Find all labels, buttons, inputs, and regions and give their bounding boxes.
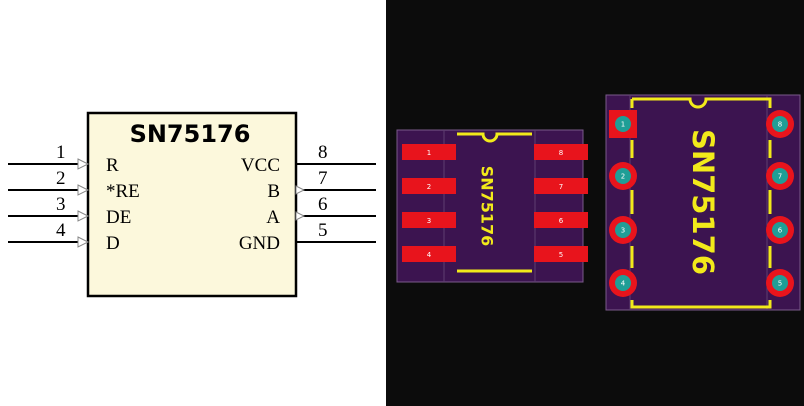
- smd-pad-6: 6: [534, 212, 588, 228]
- svg-text:2: 2: [621, 173, 625, 181]
- dip-silkscreen-outline: [630, 97, 772, 309]
- pin-number: 2: [56, 168, 66, 189]
- svg-text:7: 7: [778, 173, 782, 181]
- smd-pad-2: 2: [402, 178, 456, 194]
- dip-pad-1: 1: [609, 110, 637, 138]
- smd-footprint: SN75176 1 2 3 4 8 7 6 5: [396, 129, 588, 283]
- svg-text:2: 2: [427, 183, 431, 191]
- smd-pad-8: 8: [534, 144, 588, 160]
- svg-text:6: 6: [778, 227, 783, 235]
- right-pin-5: 5 GND: [239, 220, 376, 254]
- smd-pad-7: 7: [534, 178, 588, 194]
- chip-body: [86, 111, 298, 298]
- svg-text:5: 5: [778, 280, 782, 288]
- left-pin-3: 3 DE: [8, 194, 131, 228]
- pin-label: B: [267, 181, 280, 202]
- pin-number: 8: [318, 142, 328, 163]
- dip-pad-8: 8: [766, 110, 794, 138]
- pin-label: D: [106, 233, 120, 254]
- smd-pad-1: 1: [402, 144, 456, 160]
- pin-number: 5: [318, 220, 328, 241]
- pcb-panel: SN75176 1 2 3 4 8 7 6 5 SN75176 1 2 3 4 …: [386, 0, 804, 406]
- dip-pad-7: 7: [766, 162, 794, 190]
- pin-number: 3: [56, 194, 66, 215]
- pin-label: GND: [239, 233, 280, 254]
- chip-title: SN75176: [130, 120, 251, 148]
- svg-text:4: 4: [621, 280, 626, 288]
- svg-text:8: 8: [559, 149, 563, 157]
- dip-pad-2: 2: [609, 162, 637, 190]
- svg-text:1: 1: [621, 121, 625, 129]
- smd-pad-5: 5: [534, 246, 588, 262]
- pin-number: 7: [318, 168, 328, 189]
- dip-pad-6: 6: [766, 216, 794, 244]
- pcb-footprints: SN75176 1 2 3 4 8 7 6 5 SN75176 1 2 3 4 …: [396, 94, 801, 311]
- dip-courtyard: [605, 94, 801, 311]
- pin-label: DE: [106, 207, 131, 228]
- pin-label: A: [266, 207, 280, 228]
- dip-silkscreen-label: SN75176: [686, 129, 720, 275]
- schematic-panel: SN75176 1 R 2 *RE 3 DE 4 D: [0, 0, 386, 406]
- svg-text:6: 6: [559, 217, 564, 225]
- smd-pad-4: 4: [402, 246, 456, 262]
- dip-pad-4: 4: [609, 269, 637, 297]
- svg-text:4: 4: [427, 251, 432, 259]
- smd-silkscreen-label: SN75176: [478, 166, 497, 247]
- svg-text:3: 3: [427, 217, 431, 225]
- schematic-symbol: SN75176 1 R 2 *RE 3 DE 4 D: [8, 111, 376, 298]
- pin-label: VCC: [241, 155, 280, 176]
- pin-label: *RE: [106, 181, 140, 202]
- svg-text:8: 8: [778, 121, 782, 129]
- dip-footprint: SN75176 1 2 3 4 8 7 6 5: [605, 94, 801, 311]
- left-pin-2: 2 *RE: [8, 168, 140, 202]
- pin-label: R: [106, 155, 119, 176]
- pin-number: 6: [318, 194, 328, 215]
- dip-pad-5: 5: [766, 269, 794, 297]
- pin-number: 4: [56, 220, 66, 241]
- svg-text:1: 1: [427, 149, 431, 157]
- left-pin-1: 1 R: [8, 142, 119, 176]
- right-pin-7: 7 B: [267, 168, 376, 202]
- left-pin-4: 4 D: [8, 220, 120, 254]
- dip-pad-3: 3: [609, 216, 637, 244]
- smd-silkscreen-outline: [457, 132, 532, 273]
- right-pin-6: 6 A: [266, 194, 376, 228]
- svg-text:5: 5: [559, 251, 563, 259]
- right-pin-8: 8 VCC: [241, 142, 376, 176]
- svg-text:3: 3: [621, 227, 625, 235]
- svg-text:7: 7: [559, 183, 563, 191]
- pin-number: 1: [56, 142, 66, 163]
- smd-pad-3: 3: [402, 212, 456, 228]
